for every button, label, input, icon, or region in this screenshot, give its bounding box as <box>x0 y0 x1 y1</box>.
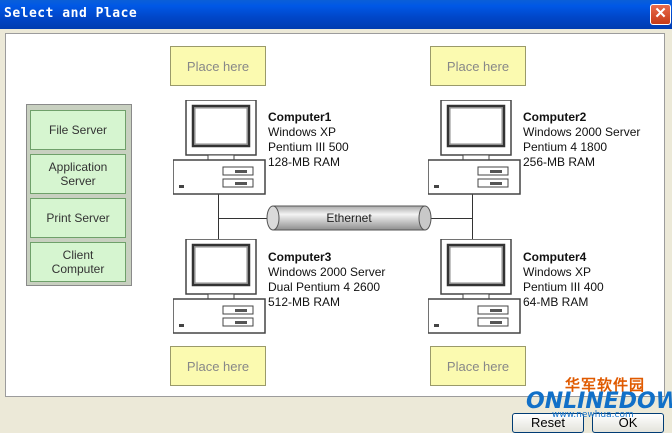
computer3-info: Computer3 Windows 2000 Server Dual Penti… <box>268 250 385 310</box>
computer4-info: Computer4 Windows XP Pentium III 400 64-… <box>523 250 604 310</box>
drop-target-label: Place here <box>446 358 510 374</box>
computer-os: Windows 2000 Server <box>268 265 386 279</box>
computer-cpu: Pentium 4 1800 <box>523 140 608 154</box>
ok-label: OK <box>618 415 638 430</box>
role-client-computer[interactable]: Client Computer <box>30 242 126 282</box>
watermark-cn: 华军软件园 <box>565 376 646 394</box>
role-label: Print Server <box>46 211 110 225</box>
computer-os: Windows XP <box>268 125 337 139</box>
drop-target-label: Place here <box>186 358 250 374</box>
computer-os: Windows XP <box>523 265 592 279</box>
computer-ram: 256-MB RAM <box>523 155 596 169</box>
drop-target-label: Place here <box>446 58 510 74</box>
title-bar: Select and Place ✕ <box>0 0 672 29</box>
ethernet-cylinder-icon <box>266 205 432 231</box>
network-link-right <box>472 192 473 240</box>
computer3-icon[interactable] <box>173 239 269 335</box>
computer2-icon[interactable] <box>428 100 524 196</box>
role-palette: File Server Application Server Print Ser… <box>26 104 132 286</box>
computer-ram: 128-MB RAM <box>268 155 341 169</box>
computer-ram: 64-MB RAM <box>523 295 589 309</box>
close-button[interactable]: ✕ <box>650 4 671 25</box>
drop-target-computer1[interactable]: Place here <box>170 46 266 86</box>
computer-cpu: Pentium III 400 <box>523 280 604 294</box>
watermark-url: www.newhua.com <box>552 410 634 420</box>
drop-target-computer3[interactable]: Place here <box>170 346 266 386</box>
computer-os: Windows 2000 Server <box>523 125 641 139</box>
ok-button[interactable]: OK <box>592 413 664 433</box>
reset-label: Reset <box>531 415 565 430</box>
computer-cpu: Dual Pentium 4 2600 <box>268 280 381 294</box>
drop-target-label: Place here <box>186 58 250 74</box>
window-title: Select and Place <box>4 6 138 21</box>
role-application-server[interactable]: Application Server <box>30 154 126 194</box>
ethernet-label: Ethernet <box>326 211 372 225</box>
role-file-server[interactable]: File Server <box>30 110 126 150</box>
network-link-left <box>218 192 219 240</box>
drop-target-computer2[interactable]: Place here <box>430 46 526 86</box>
role-print-server[interactable]: Print Server <box>30 198 126 238</box>
computer1-icon[interactable] <box>173 100 269 196</box>
watermark-brand: ONLINEDOWN <box>526 389 672 414</box>
role-label: Application Server <box>48 160 108 188</box>
computer1-info: Computer1 Windows XP Pentium III 500 128… <box>268 110 349 170</box>
computer-name: Computer1 <box>268 110 332 124</box>
computer4-icon[interactable] <box>428 239 524 335</box>
computer-cpu: Pentium III 500 <box>268 140 349 154</box>
computer-name: Computer3 <box>268 250 332 264</box>
computer-ram: 512-MB RAM <box>268 295 341 309</box>
computer-name: Computer4 <box>523 250 587 264</box>
computer-name: Computer2 <box>523 110 587 124</box>
drop-target-computer4[interactable]: Place here <box>430 346 526 386</box>
role-label: File Server <box>48 123 107 137</box>
close-icon: ✕ <box>654 5 667 22</box>
computer2-info: Computer2 Windows 2000 Server Pentium 4 … <box>523 110 640 170</box>
role-label: Client Computer <box>51 248 105 276</box>
